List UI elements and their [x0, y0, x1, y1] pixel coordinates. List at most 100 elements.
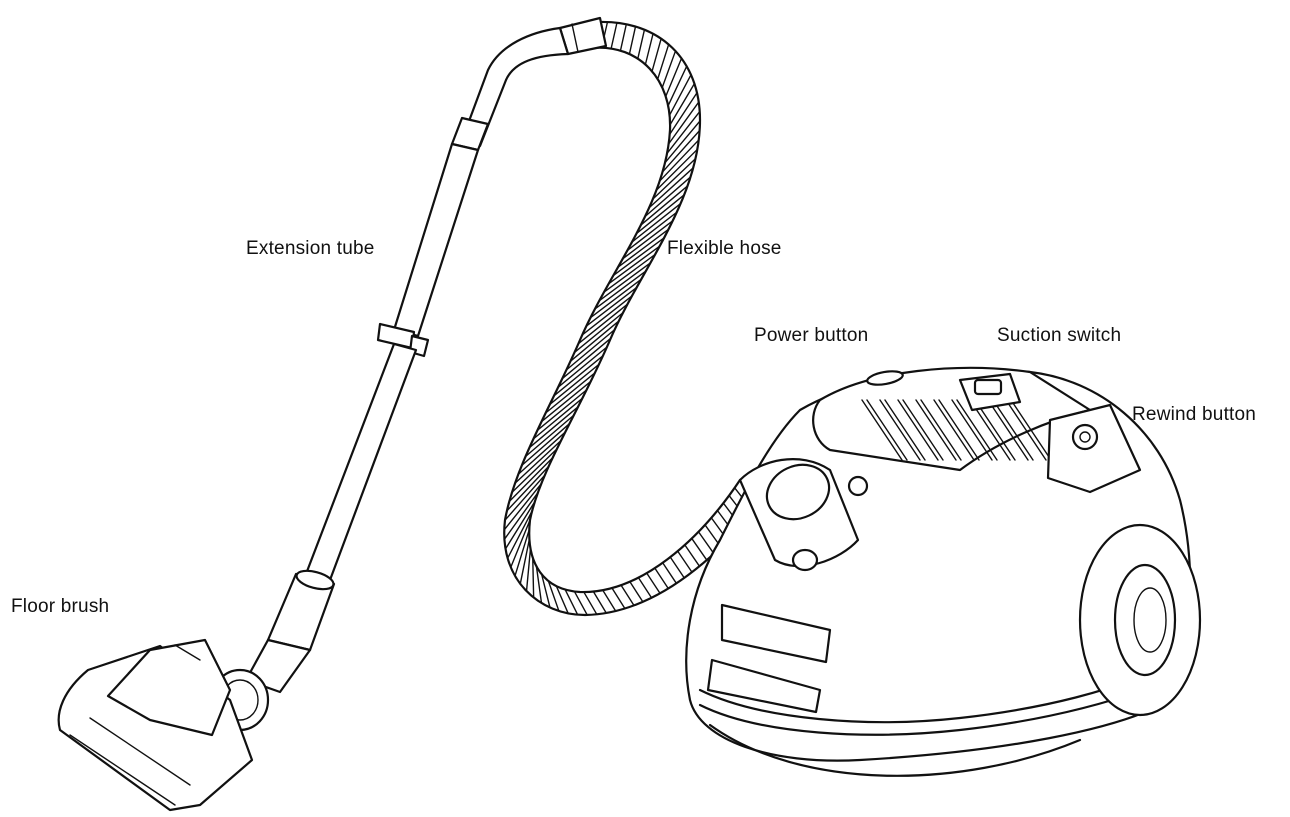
hose-rib [602, 589, 617, 612]
hose-rib [664, 120, 701, 164]
hose-rib [503, 483, 542, 531]
hose-rib [640, 185, 689, 226]
floor-brush-drawing [57, 638, 312, 812]
hose-rib [585, 286, 638, 327]
hose-rib [519, 538, 531, 585]
hose-rib [555, 585, 569, 615]
extension-tube-drawing [266, 26, 570, 652]
hose-rib [532, 397, 584, 440]
hose-rib [589, 278, 642, 319]
hose-rib [666, 110, 701, 155]
vent-slot [866, 399, 908, 461]
hose-rib [603, 253, 656, 293]
hose-rib [691, 537, 708, 561]
hose-rib [514, 439, 562, 484]
hose-rib [648, 167, 694, 209]
hose-rib [628, 25, 637, 55]
vent-slot [933, 399, 975, 461]
hose-rib [656, 43, 670, 80]
vent-slot [938, 399, 980, 461]
hose-rib [629, 580, 644, 603]
hose-rib [619, 23, 628, 52]
hose-rib [669, 556, 685, 579]
hose-rib [504, 500, 536, 550]
hose-rib [684, 544, 701, 567]
hose-rib [635, 194, 685, 235]
vent-slot [956, 399, 998, 461]
hose-rib [644, 176, 692, 218]
label-rewind-button: Rewind button [1132, 404, 1257, 425]
hose-rib [573, 590, 588, 616]
hose-rib [514, 528, 531, 577]
vent-slot [915, 399, 957, 461]
hose-rib [549, 363, 600, 406]
hose-rib [506, 465, 550, 512]
vent-slot [879, 399, 921, 461]
hose-rib [573, 311, 624, 354]
hose-rib [668, 74, 692, 116]
hose-rib [665, 57, 683, 98]
hose-rib [654, 567, 669, 590]
hose-rib [612, 237, 665, 277]
vent-slot [861, 399, 903, 461]
hose-rib [667, 101, 700, 145]
hose-rib [583, 591, 598, 615]
hose-rib [535, 565, 543, 604]
hose-rib [504, 474, 546, 521]
hose-rib [540, 380, 592, 423]
hose-rib [508, 457, 554, 503]
hose-rib [581, 295, 633, 336]
hose-rib [592, 590, 607, 614]
vent-slot [902, 399, 944, 461]
vent-slot [1010, 399, 1052, 461]
hose-rib [611, 587, 626, 610]
hose-rib [676, 550, 693, 573]
hose-rib [564, 588, 579, 616]
hose-rib [655, 148, 699, 191]
hose-rib [540, 573, 551, 609]
vent-slot [951, 399, 993, 461]
hose-rib [577, 303, 629, 345]
hose-rib [626, 211, 678, 252]
hose-rib [594, 270, 647, 310]
vent-slot [974, 399, 1016, 461]
hose-rib [646, 572, 661, 594]
hose-rib [524, 414, 575, 458]
vent-slot [884, 399, 926, 461]
hose-rib [521, 423, 571, 467]
hose-rib [506, 510, 533, 559]
hose-rib [561, 337, 612, 380]
hose-rib [697, 531, 715, 555]
hose-rib [667, 65, 688, 107]
hose-rib [565, 328, 616, 371]
hose-rib [607, 245, 661, 285]
vent-slot [920, 399, 962, 461]
hose-rib [652, 157, 697, 200]
hose-rib [631, 202, 682, 243]
hose-rib [569, 320, 620, 362]
hose-rib [651, 37, 662, 73]
hose-rib [669, 82, 696, 126]
hose-rib [528, 406, 579, 449]
flexible-hose-drawing [503, 20, 762, 617]
hose-rib [637, 576, 653, 599]
hose-rib [557, 346, 608, 388]
hose-rib [661, 562, 678, 585]
hose-rib [661, 50, 677, 89]
hose-rib [525, 547, 532, 592]
hose-rib [658, 139, 700, 182]
hose-rib [669, 92, 698, 136]
vent-slot [992, 399, 1034, 461]
hose-inlet-drawing [738, 458, 860, 572]
hose-rib [536, 389, 588, 432]
hose-rib [644, 33, 654, 66]
label-power-button: Power button [754, 325, 869, 346]
vent-slot [897, 399, 939, 461]
hose-rib [553, 354, 604, 397]
hose-rib [510, 519, 531, 568]
hose-rib [620, 584, 635, 607]
label-flexible-hose: Flexible hose [667, 238, 782, 259]
hose-rib [617, 228, 670, 268]
vent-slot [987, 399, 1029, 461]
